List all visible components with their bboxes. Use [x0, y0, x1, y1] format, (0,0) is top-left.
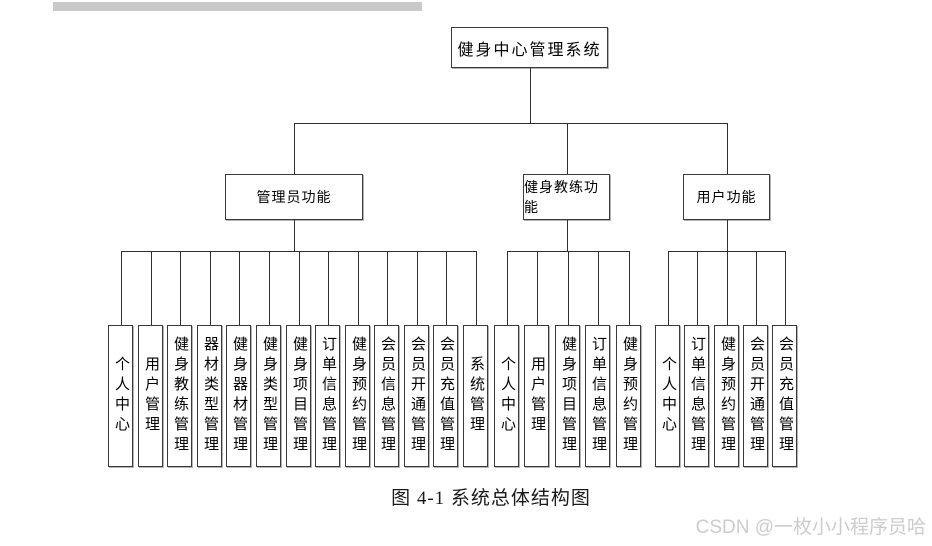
node-branch-label: 用户功能: [696, 191, 757, 206]
node-leaf-admin-9: 会员信息管理: [374, 325, 399, 467]
node-label: 会员开通管理: [409, 336, 425, 456]
node-leaf-admin-8: 健身预约管理: [345, 325, 370, 467]
connector-drop-coach: [567, 123, 568, 174]
node-leaf-coach-2: 健身项目管理: [555, 325, 580, 467]
connector-leaf-stem: [598, 251, 599, 325]
connector-drop-admin: [294, 123, 295, 174]
connector-leaf-stem: [387, 251, 388, 325]
node-leaf-admin-2: 健身教练管理: [167, 325, 192, 467]
connector-leaf-stem: [180, 251, 181, 325]
node-label: 个人中心: [660, 356, 676, 436]
connector-leaf-stem: [269, 251, 270, 325]
connector-leaf-stem: [299, 251, 300, 325]
connector-leaf-stem: [121, 251, 122, 325]
node-label: 健身类型管理: [261, 336, 277, 456]
connector-drop-user: [727, 123, 728, 174]
node-label: 健身器材管理: [231, 336, 247, 456]
node-label: 系统管理: [468, 356, 484, 436]
node-leaf-user-1: 订单信息管理: [684, 325, 709, 467]
connector-leaf-stem: [328, 251, 329, 325]
node-leaf-admin-11: 会员充值管理: [433, 325, 458, 467]
connector-root-stem: [530, 68, 531, 123]
node-label: 用户管理: [143, 356, 159, 436]
node-label: 健身项目管理: [291, 336, 307, 456]
connector-coach-stem: [567, 220, 568, 251]
node-leaf-coach-4: 健身预约管理: [616, 325, 641, 467]
node-label: 会员信息管理: [379, 336, 395, 456]
connector-leaf-stem: [507, 251, 508, 325]
connector-leaf-stem: [239, 251, 240, 325]
node-leaf-admin-3: 器材类型管理: [197, 325, 222, 467]
node-leaf-admin-0: 个人中心: [108, 325, 133, 467]
node-label: 会员充值管理: [438, 336, 454, 456]
connector-admin-stem: [294, 220, 295, 251]
node-leaf-user-0: 个人中心: [655, 325, 680, 467]
node-leaf-admin-12: 系统管理: [463, 325, 488, 467]
connector-leaf-stem: [537, 251, 538, 325]
connector-leaf-stem: [417, 251, 418, 325]
node-label: 健身预约管理: [350, 336, 366, 456]
node-label: 会员开通管理: [748, 336, 764, 456]
node-root-label: 健身中心管理系统: [457, 41, 602, 59]
connector-user-stem: [727, 220, 728, 251]
node-leaf-coach-3: 订单信息管理: [585, 325, 610, 467]
node-label: 会员充值管理: [777, 336, 793, 456]
node-root: 健身中心管理系统: [451, 27, 608, 68]
connector-leaf-stem: [151, 251, 152, 325]
node-leaf-admin-7: 订单信息管理: [315, 325, 340, 467]
node-branch-label: 管理员功能: [256, 191, 332, 206]
connector-leaf-stem: [476, 251, 477, 325]
connector-leaf-stem: [756, 251, 757, 325]
node-label: 订单信息管理: [320, 336, 336, 456]
node-branch-label: 健身教练功能: [524, 181, 599, 216]
node-label: 订单信息管理: [590, 336, 606, 456]
node-leaf-admin-10: 会员开通管理: [404, 325, 429, 467]
connector-leaf-stem: [568, 251, 569, 325]
node-branch-user: 用户功能: [683, 174, 770, 220]
connector-leaf-stem: [210, 251, 211, 325]
scrollbar-artifact: [53, 2, 422, 11]
node-label: 健身教练管理: [172, 336, 188, 456]
connector-leaf-stem: [629, 251, 630, 325]
node-leaf-admin-5: 健身类型管理: [256, 325, 281, 467]
node-branch-coach: 健身教练功能: [523, 174, 610, 220]
node-label: 个人中心: [499, 356, 515, 436]
node-label: 健身预约管理: [621, 336, 637, 456]
node-branch-admin: 管理员功能: [225, 174, 363, 220]
connector-leaf-stem: [727, 251, 728, 325]
node-label: 个人中心: [113, 356, 129, 436]
connector-leaf-stem: [697, 251, 698, 325]
node-label: 健身预约管理: [719, 336, 735, 456]
node-label: 器材类型管理: [202, 336, 218, 456]
connector-leaf-stem: [668, 251, 669, 325]
node-label: 健身项目管理: [560, 336, 576, 456]
node-label: 用户管理: [529, 356, 545, 436]
connector-leaf-stem: [785, 251, 786, 325]
node-leaf-user-4: 会员充值管理: [772, 325, 797, 467]
node-leaf-user-3: 会员开通管理: [743, 325, 768, 467]
csdn-watermark: CSDN @一枚小小程序员哈: [695, 517, 926, 538]
node-leaf-user-2: 健身预约管理: [714, 325, 739, 467]
node-label: 订单信息管理: [689, 336, 705, 456]
node-leaf-admin-1: 用户管理: [138, 325, 163, 467]
node-leaf-coach-1: 用户管理: [524, 325, 549, 467]
node-leaf-coach-0: 个人中心: [494, 325, 519, 467]
connector-leaf-stem: [358, 251, 359, 325]
connector-top-horizontal: [294, 123, 728, 124]
connector-leaf-stem: [446, 251, 447, 325]
node-leaf-admin-4: 健身器材管理: [226, 325, 251, 467]
figure-caption: 图 4-1 系统总体结构图: [391, 488, 591, 509]
node-leaf-admin-6: 健身项目管理: [286, 325, 311, 467]
